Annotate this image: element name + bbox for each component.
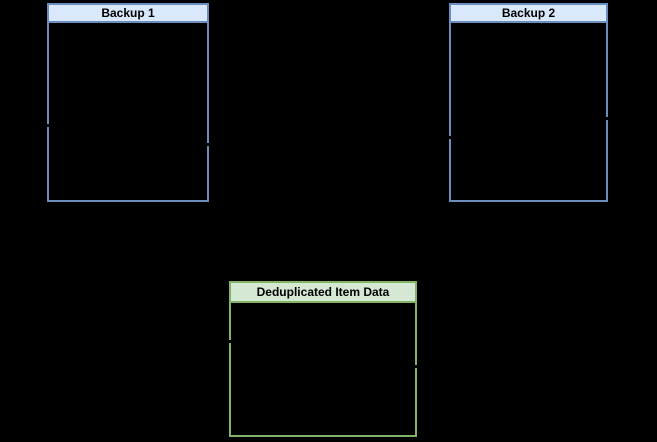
deduplicated-item-data-box: Deduplicated Item Data [229,281,417,437]
backup1-header: Backup 1 [47,3,209,23]
connector-stub [605,117,611,120]
connector-stub [226,340,232,343]
backup1-body [47,21,209,202]
connector-stub [204,143,210,146]
backup2-header: Backup 2 [449,3,608,23]
connector-stub [44,124,50,127]
connector-stub [446,136,452,139]
connector-stub [414,365,420,368]
deduplicated-item-data-body [229,301,417,437]
deduplicated-item-data-header: Deduplicated Item Data [229,281,417,303]
backup2-box: Backup 2 [449,3,608,202]
backup1-box: Backup 1 [47,3,209,202]
backup2-body [449,21,608,202]
